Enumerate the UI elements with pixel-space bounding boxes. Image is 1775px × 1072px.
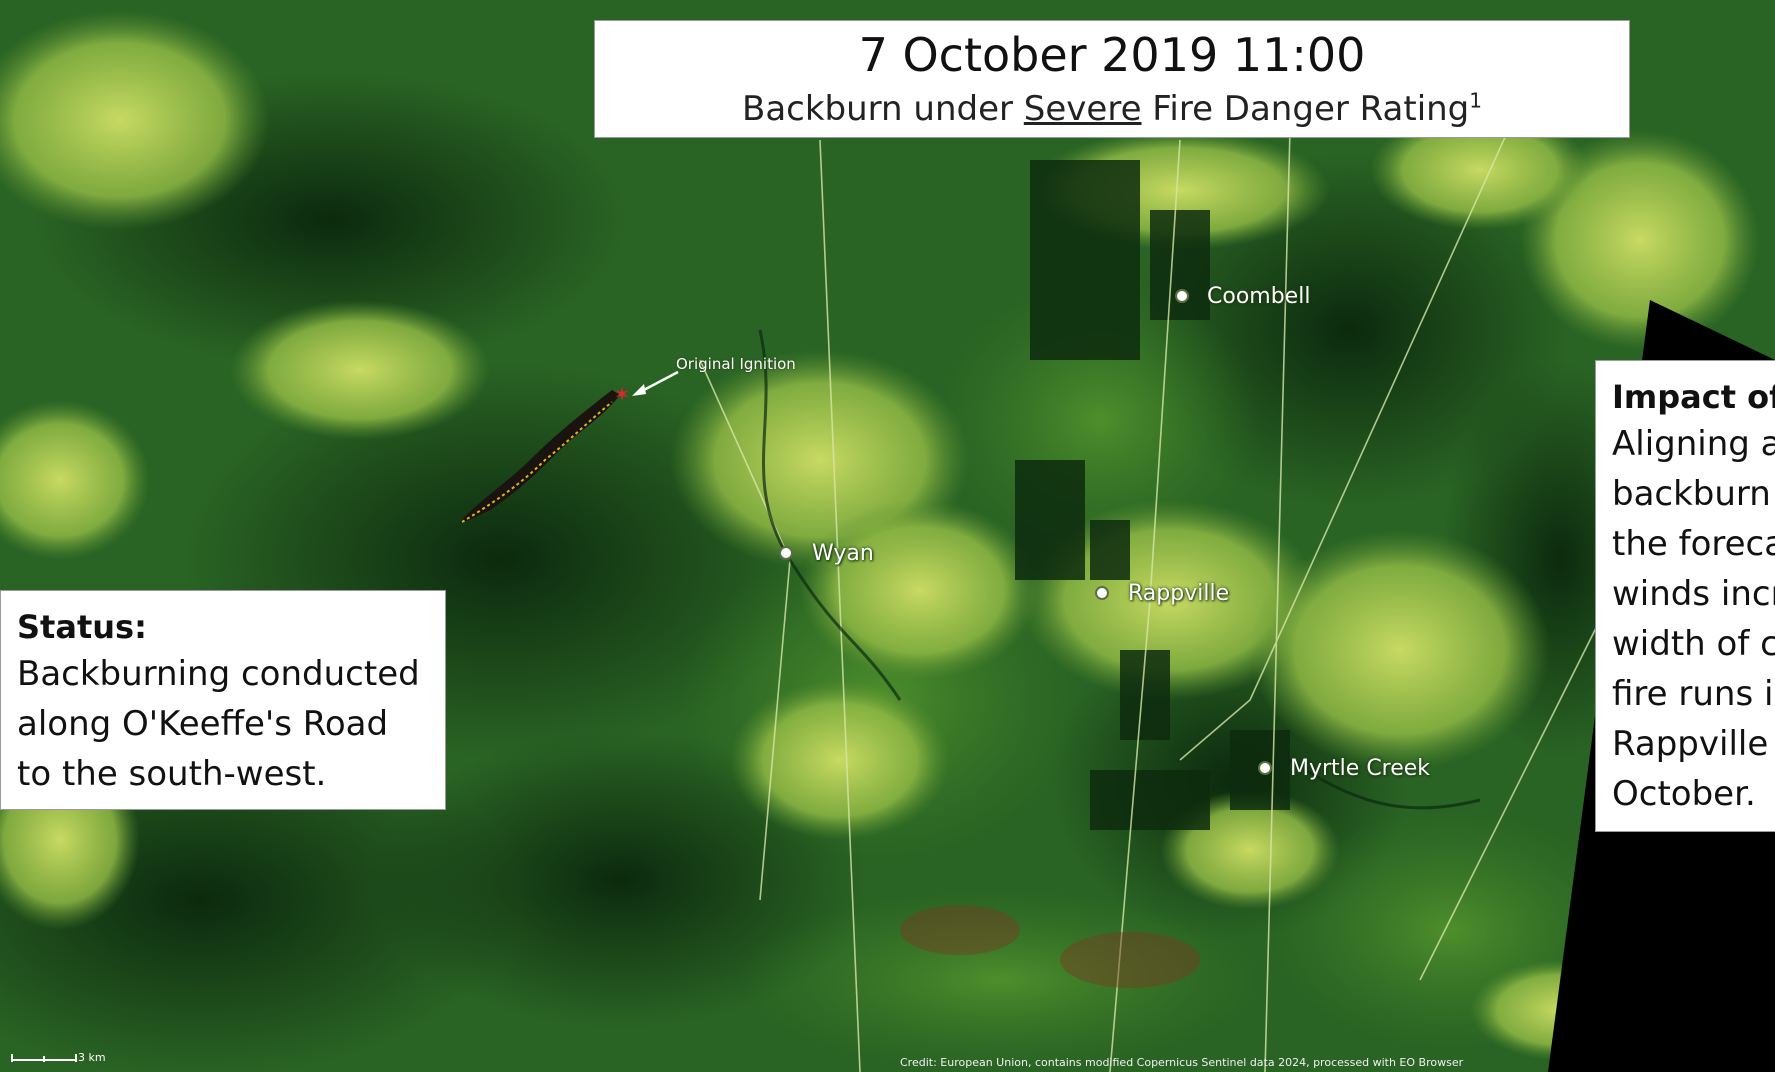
place-label-rappville: Rappville [1128, 581, 1230, 606]
status-panel: Status: Backburning conducted along O'Ke… [0, 590, 446, 810]
impact-line: October. [1612, 774, 1756, 814]
place-label-coombell: Coombell [1207, 284, 1311, 309]
subtitle-emphasis: Severe [1023, 89, 1142, 129]
ignition-marker-icon: ✶ [614, 382, 631, 406]
subtitle-footnote: 1 [1469, 88, 1482, 113]
ignition-label: Original Ignition [676, 355, 796, 373]
impact-panel: Impact of Aligning a backburn the foreca… [1595, 360, 1775, 832]
status-line: Backburning conducted [17, 654, 420, 694]
impact-line: winds incr [1612, 574, 1775, 614]
scale-bar [11, 1054, 77, 1062]
scorched-patches [900, 905, 1200, 988]
impact-line: fire runs i [1612, 674, 1774, 714]
backburn-line [461, 401, 613, 523]
status-line: to the south-west. [17, 754, 327, 794]
title-panel: 7 October 2019 11:00 Backburn under Seve… [594, 20, 1630, 138]
impact-line: width of c [1612, 624, 1775, 664]
title-subtitle: Backburn under Severe Fire Danger Rating… [595, 87, 1629, 131]
scale-label: 3 km [78, 1051, 106, 1064]
title-datetime: 7 October 2019 11:00 [858, 28, 1366, 82]
ignition-arrow [639, 370, 679, 394]
place-label-wyan: Wyan [812, 541, 874, 566]
town-marker-icon [1258, 761, 1272, 775]
imagery-credit: Credit: European Union, contains modifie… [900, 1056, 1464, 1069]
impact-line: the foreca [1612, 524, 1775, 564]
town-marker-icon [1175, 289, 1189, 303]
status-line: along O'Keeffe's Road [17, 704, 389, 744]
plantation-blocks [1015, 160, 1290, 830]
status-heading: Status: [17, 608, 147, 646]
town-marker-icon [1095, 586, 1109, 600]
subtitle-prefix: Backburn under [742, 89, 1024, 129]
impact-line: Rappville [1612, 724, 1769, 764]
impact-line: backburn [1612, 474, 1771, 514]
impact-heading: Impact of [1612, 378, 1775, 416]
impact-line: Aligning a [1612, 424, 1775, 464]
subtitle-suffix: Fire Danger Rating [1141, 89, 1470, 129]
town-marker-icon [779, 546, 793, 560]
ignition-arrow-head [632, 384, 646, 396]
backburn-scar [460, 390, 620, 523]
place-label-myrtle-creek: Myrtle Creek [1290, 756, 1431, 781]
